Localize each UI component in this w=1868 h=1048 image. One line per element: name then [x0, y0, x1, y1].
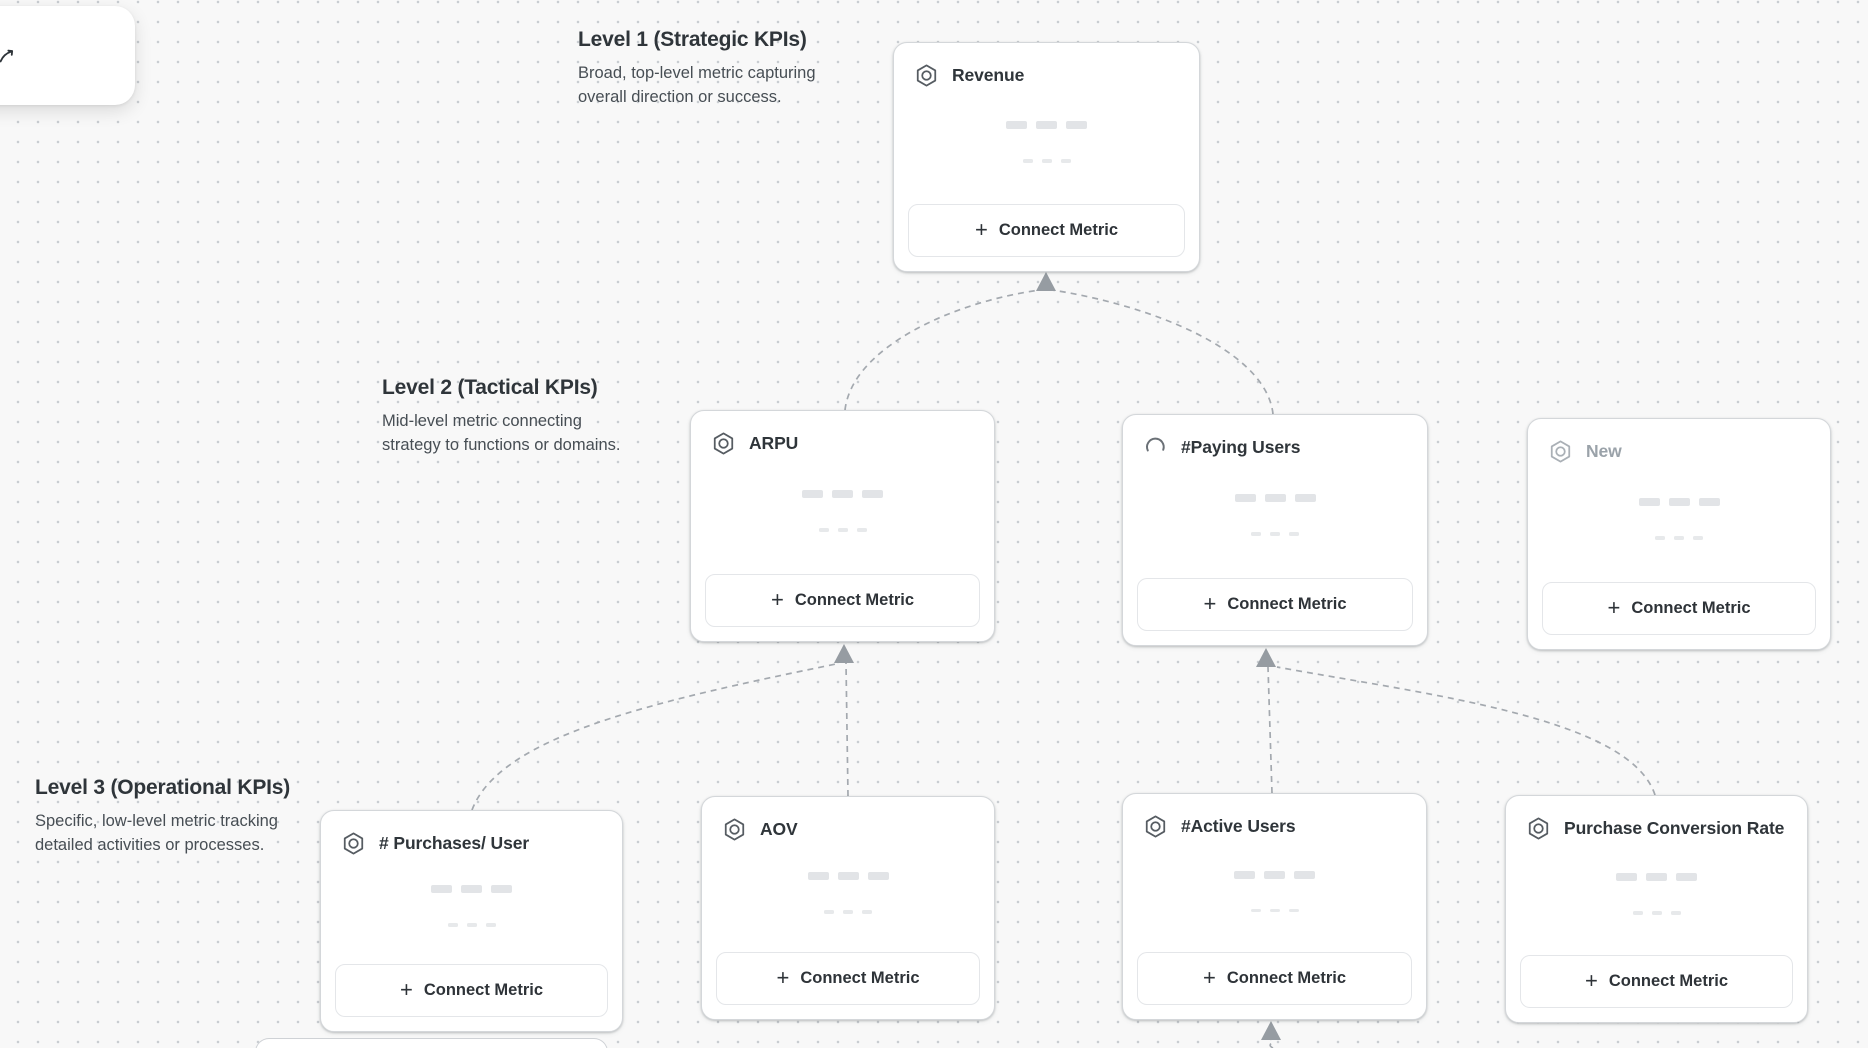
- metric-card-title: New: [1586, 441, 1622, 461]
- metric-card-new[interactable]: New + Connect Metric: [1527, 418, 1831, 650]
- card-header: Revenue: [894, 43, 1199, 88]
- connector-aov-to-arpu: [845, 662, 849, 797]
- metric-skeleton: [691, 448, 994, 574]
- connect-metric-label: Connect Metric: [1608, 972, 1729, 990]
- connect-metric-label: Connect Metric: [1226, 969, 1347, 987]
- connector-purchases-to-arpu: [471, 663, 837, 811]
- metric-card-title: #Paying Users: [1181, 437, 1301, 457]
- connector-payingusers-to-revenue: [1051, 289, 1274, 415]
- metric-card-partial-bottom[interactable]: [255, 1038, 608, 1048]
- plus-icon: +: [1607, 594, 1621, 620]
- metric-card-title: ARPU: [749, 433, 799, 453]
- metric-skeleton: [702, 834, 994, 952]
- metric-card-active-users[interactable]: #Active Users + Connect Metric: [1122, 793, 1427, 1020]
- connect-metric-button[interactable]: + Connect Metric: [716, 952, 980, 1005]
- metric-card-paying-users[interactable]: #Paying Users + Connect Metric: [1122, 414, 1428, 646]
- connect-metric-button[interactable]: + Connect Metric: [1137, 952, 1412, 1005]
- level-2-description: Mid-level metric connecting strategy to …: [382, 412, 621, 454]
- metric-card-title: #Active Users: [1181, 816, 1296, 836]
- connect-metric-button[interactable]: + Connect Metric: [908, 204, 1185, 257]
- connect-metric-label: Connect Metric: [998, 221, 1119, 239]
- metric-card-title: Purchase Conversion Rate: [1564, 818, 1785, 838]
- metric-skeleton: [1123, 831, 1426, 952]
- arrowhead-into-payingusers: [1256, 648, 1276, 667]
- metric-hexagon-icon: [722, 817, 747, 842]
- metric-card-purchase-conversion-rate[interactable]: Purchase Conversion Rate + Connect Metri…: [1505, 795, 1808, 1023]
- floating-toolbar[interactable]: [0, 6, 135, 105]
- connect-metric-button[interactable]: + Connect Metric: [335, 964, 608, 1017]
- connect-metric-button[interactable]: + Connect Metric: [1542, 582, 1816, 635]
- plus-icon: +: [1202, 964, 1216, 990]
- metric-card-revenue[interactable]: Revenue + Connect Metric: [893, 42, 1200, 272]
- connect-metric-button[interactable]: + Connect Metric: [1137, 578, 1413, 631]
- arrowhead-into-revenue: [1036, 272, 1056, 291]
- card-header: #Paying Users: [1123, 415, 1427, 460]
- connect-metric-label: Connect Metric: [1227, 595, 1347, 613]
- arrowhead-into-arpu: [834, 644, 854, 663]
- card-header: Purchase Conversion Rate: [1506, 796, 1807, 841]
- connect-metric-button[interactable]: + Connect Metric: [705, 574, 980, 627]
- metric-hexagon-icon: [711, 431, 736, 456]
- connect-metric-label: Connect Metric: [423, 981, 544, 999]
- level-3-title: Level 3 (Operational KPIs): [35, 776, 291, 799]
- connector-activeusers-to-payingusers: [1267, 666, 1273, 794]
- metric-skeleton: [1506, 833, 1807, 955]
- plus-icon: +: [1584, 967, 1598, 993]
- level-1-title: Level 1 (Strategic KPIs): [578, 28, 807, 51]
- metric-skeleton: [321, 848, 622, 964]
- metric-card-purchases-per-user[interactable]: # Purchases/ User + Connect Metric: [320, 810, 623, 1032]
- connect-metric-label: Connect Metric: [800, 969, 920, 987]
- spinner-icon: [1143, 435, 1168, 460]
- metric-card-aov[interactable]: AOV + Connect Metric: [701, 796, 995, 1020]
- arrowhead-into-activeusers: [1261, 1021, 1281, 1040]
- metric-card-title: AOV: [760, 819, 798, 839]
- level-3-description: Specific, low-level metric tracking deta…: [35, 812, 278, 854]
- plus-icon: +: [399, 976, 413, 1002]
- metric-hexagon-icon: [1526, 816, 1551, 841]
- connector-arpu-to-revenue: [844, 289, 1041, 411]
- card-header: ARPU: [691, 411, 994, 456]
- cursor-icon: [0, 44, 18, 66]
- connect-metric-label: Connect Metric: [794, 591, 915, 609]
- metric-hexagon-icon: [1143, 814, 1168, 839]
- connect-metric-label: Connect Metric: [1631, 599, 1751, 617]
- connector-below-to-activeusers: [1269, 1039, 1274, 1048]
- card-header: AOV: [702, 797, 994, 842]
- metric-skeleton: [894, 80, 1199, 204]
- metric-card-arpu[interactable]: ARPU + Connect Metric: [690, 410, 995, 642]
- level-2-label: Level 2 (Tactical KPIs) Mid-level metric…: [382, 376, 632, 458]
- plus-icon: +: [1203, 590, 1217, 616]
- level-3-label: Level 3 (Operational KPIs) Specific, low…: [35, 776, 325, 858]
- level-1-description: Broad, top-level metric capturing overal…: [578, 64, 816, 106]
- metric-skeleton: [1528, 456, 1830, 582]
- metric-card-title: # Purchases/ User: [379, 833, 530, 853]
- plus-icon: +: [974, 216, 988, 242]
- connect-metric-button[interactable]: + Connect Metric: [1520, 955, 1793, 1008]
- metric-card-title: Revenue: [952, 65, 1025, 85]
- level-2-title: Level 2 (Tactical KPIs): [382, 376, 598, 399]
- plus-icon: +: [770, 586, 784, 612]
- plus-icon: +: [776, 964, 790, 990]
- card-header: New: [1528, 419, 1830, 464]
- metric-hexagon-icon: [1548, 439, 1573, 464]
- level-1-label: Level 1 (Strategic KPIs) Broad, top-leve…: [578, 28, 838, 110]
- metric-skeleton: [1123, 452, 1427, 578]
- connector-pcr-to-payingusers: [1276, 666, 1656, 796]
- card-header: # Purchases/ User: [321, 811, 622, 856]
- metric-hexagon-icon: [341, 831, 366, 856]
- metric-hexagon-icon: [914, 63, 939, 88]
- card-header: #Active Users: [1123, 794, 1426, 839]
